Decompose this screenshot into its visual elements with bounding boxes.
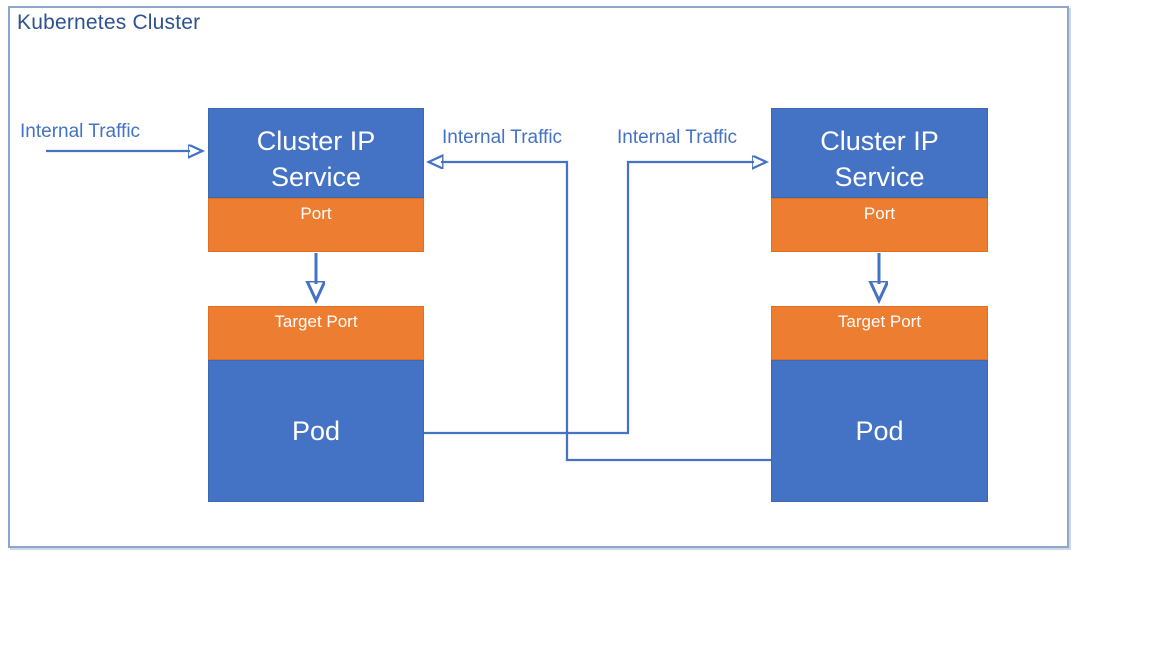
- right-target-port: Target Port: [771, 306, 988, 360]
- right-service-port: Port: [771, 198, 988, 252]
- traffic-to-right-service-label: Internal Traffic: [617, 127, 738, 148]
- left-service-port: Port: [208, 198, 424, 252]
- right-cluster-ip-service: Cluster IP Service: [771, 108, 988, 198]
- left-target-port: Target Port: [208, 306, 424, 360]
- right-pod: Pod: [771, 360, 988, 502]
- traffic-to-left-service-label: Internal Traffic: [442, 127, 563, 148]
- diagram-title: Kubernetes Cluster: [17, 11, 201, 34]
- incoming-traffic-label: Internal Traffic: [20, 121, 141, 142]
- left-cluster-ip-service: Cluster IP Service: [208, 108, 424, 198]
- left-pod: Pod: [208, 360, 424, 502]
- cluster-boundary-box: [8, 6, 1069, 548]
